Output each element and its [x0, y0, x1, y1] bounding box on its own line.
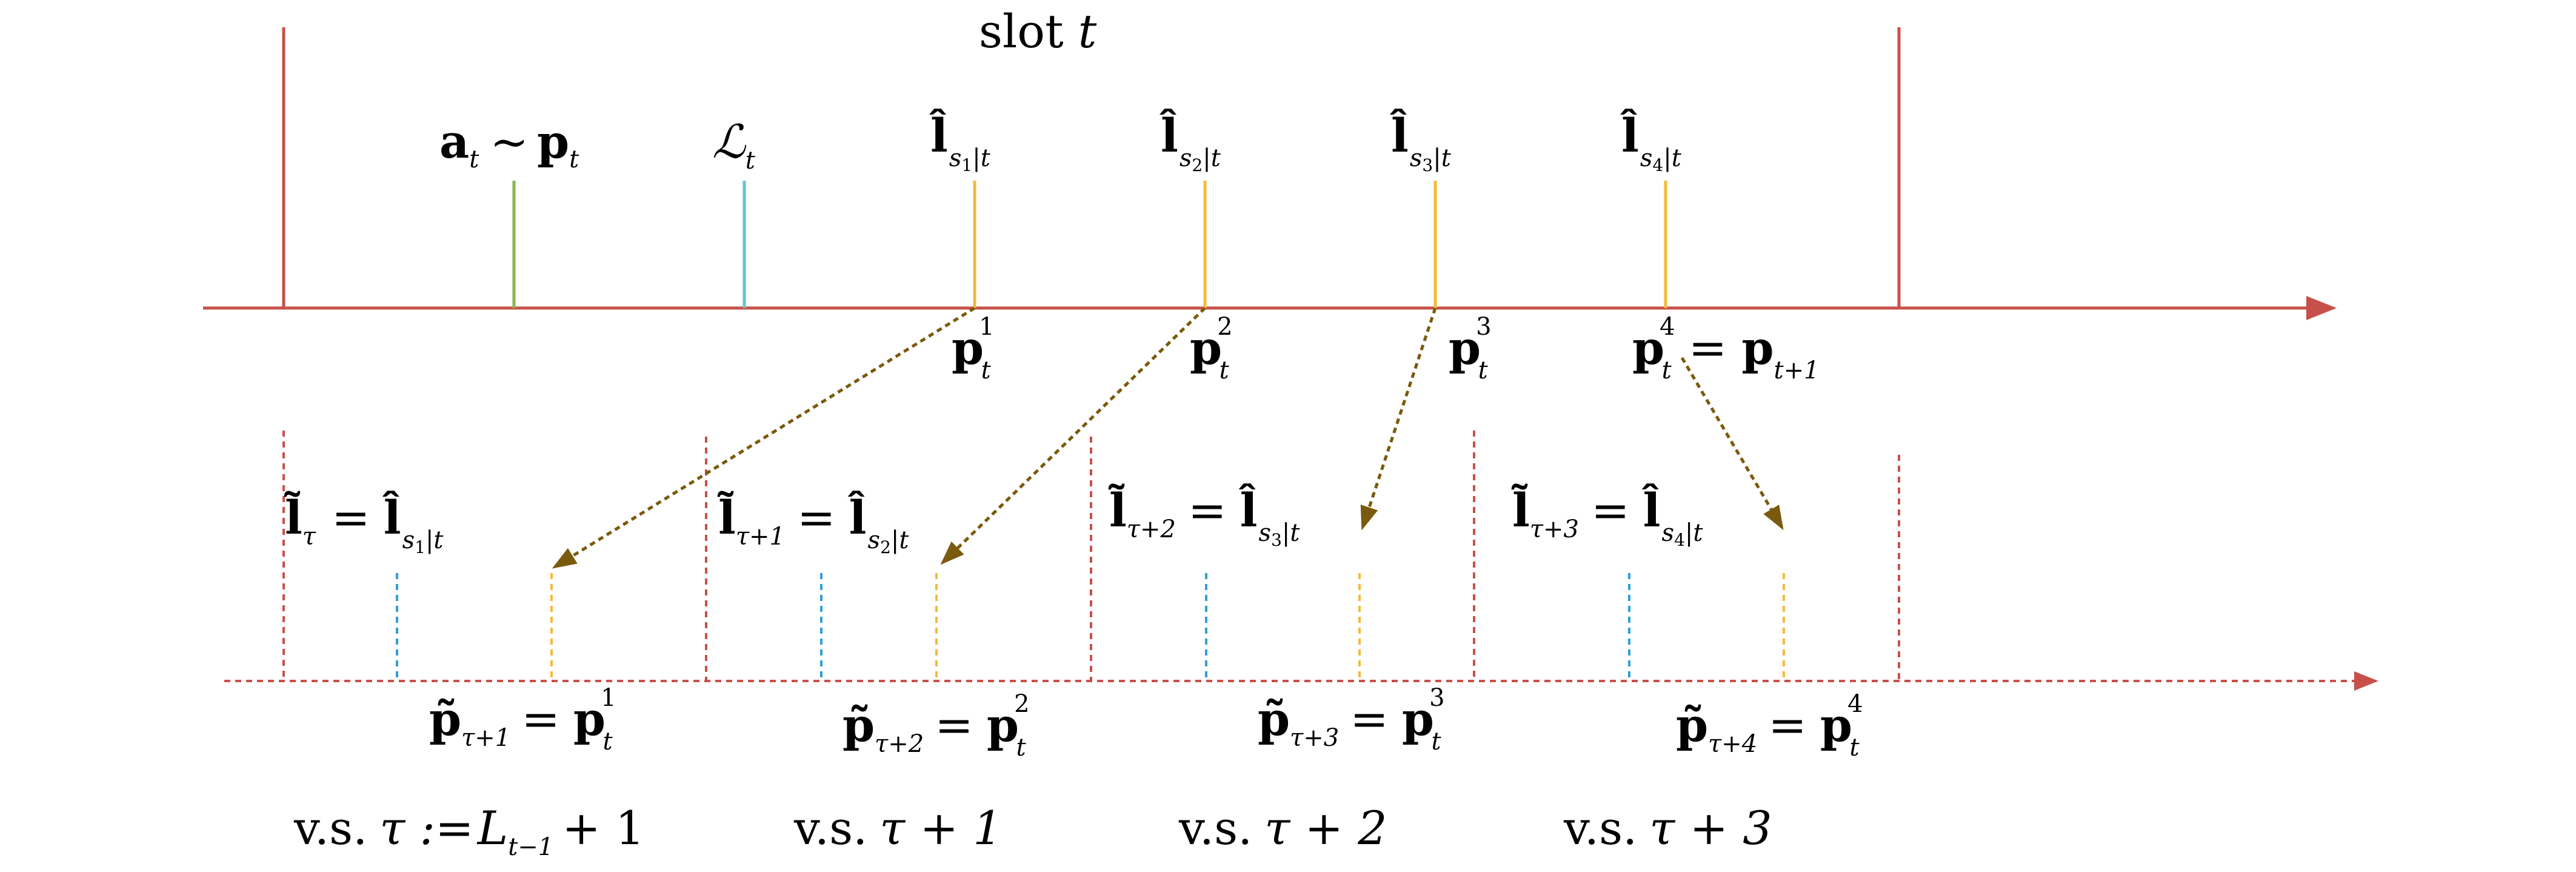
segment-vs-label-4: v.s.τ + 3: [1563, 801, 1772, 855]
lhat-label-4: l̂s4|t: [1620, 109, 1682, 175]
lhat-label-3: l̂s3|t: [1390, 109, 1452, 175]
loss-label: ℒt: [712, 115, 756, 175]
lhat-label-2: l̂s2|t: [1160, 109, 1221, 175]
segment-loss-eq-1: l̃τ=l̂s1|t: [284, 491, 444, 557]
segment-loss-eq-2: l̃τ+1=l̂s2|t: [717, 491, 909, 557]
segment-vs-label-1: v.s.τ :=Lt−1+ 1: [293, 801, 644, 861]
segment-vs-label-3: v.s.τ + 2: [1178, 801, 1387, 855]
segment-loss-eq-3: l̃τ+2=l̂s3|t: [1108, 483, 1300, 550]
mapping-arrow-2: [940, 307, 1206, 565]
mapping-arrow-1: [552, 306, 976, 569]
segment-loss-eq-4: l̃τ+3=l̂s4|t: [1511, 483, 1703, 550]
lhat-label-1: l̂s1|t: [929, 109, 991, 175]
action-label: at~pt: [439, 115, 579, 173]
slot-title: slot t: [979, 4, 1097, 58]
mapping-arrow-3: [1360, 307, 1437, 531]
mapping-arrow-4: [1680, 357, 1784, 531]
segment-vs-label-2: v.s.τ + 1: [793, 801, 1003, 855]
